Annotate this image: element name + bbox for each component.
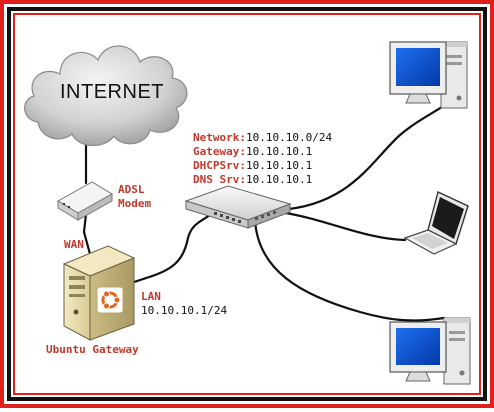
inner-red-border xyxy=(13,13,481,395)
desktop-computer-icon xyxy=(389,41,468,109)
info-network-key: Network: xyxy=(193,131,246,144)
cables xyxy=(82,96,457,322)
info-dhcp-key: DHCPSrv: xyxy=(193,159,246,172)
gateway-name: Ubuntu Gateway xyxy=(46,343,139,356)
network-switch-icon xyxy=(184,185,292,229)
info-dns-key: DNS Srv: xyxy=(193,173,246,186)
internet-label: INTERNET xyxy=(60,81,164,103)
modem-label-line1: ADSL xyxy=(118,183,145,196)
info-network: Network:10.10.10.0/24 xyxy=(193,131,332,144)
cable-switch-laptop xyxy=(278,210,407,242)
cable-switch-desktop-top xyxy=(276,96,457,212)
info-dns: DNS Srv:10.10.10.1 xyxy=(193,173,312,186)
modem-label-line2: Modem xyxy=(118,197,152,210)
ubuntu-logo-icon xyxy=(96,286,124,314)
info-dns-value: 10.10.10.1 xyxy=(245,173,313,186)
info-gateway-key: Gateway: xyxy=(193,145,246,158)
cable-modem-gateway xyxy=(82,212,92,256)
info-gateway-value: 10.10.10.1 xyxy=(245,145,313,158)
cable-gateway-switch xyxy=(132,210,216,284)
wan-label: WAN xyxy=(64,238,84,251)
lan-ip: 10.10.10.1/24 xyxy=(141,304,228,317)
desktop-computer-icon xyxy=(389,317,471,385)
laptop-icon xyxy=(403,191,469,255)
modem-icon xyxy=(57,181,113,221)
lan-label: LAN xyxy=(141,290,161,303)
inner-black-border xyxy=(7,7,487,401)
info-dhcp: DHCPSrv:10.10.10.1 xyxy=(193,159,312,172)
cable-switch-desktop-bottom xyxy=(253,218,446,322)
info-network-value: 10.10.10.0/24 xyxy=(245,131,333,144)
info-gateway: Gateway:10.10.10.1 xyxy=(193,145,312,158)
info-dhcp-value: 10.10.10.1 xyxy=(245,159,313,172)
cloud-icon xyxy=(24,45,188,147)
